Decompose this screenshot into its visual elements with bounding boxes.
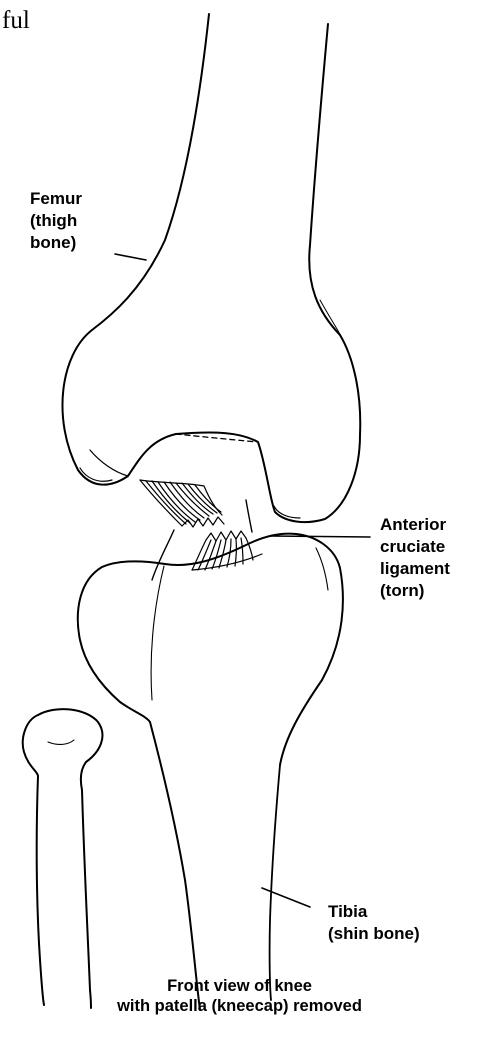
acl-label-line: cruciate: [380, 536, 450, 558]
femur-label: Femur (thigh bone): [30, 188, 82, 254]
tibia-bone: [78, 534, 343, 1010]
femur-bone: [62, 14, 360, 522]
leader-lines: [115, 254, 370, 907]
acl-label-line: ligament: [380, 558, 450, 580]
tibia-label-line: (shin bone): [328, 923, 420, 945]
acl-label-line: (torn): [380, 580, 450, 602]
tibia-label: Tibia (shin bone): [328, 901, 420, 945]
fibula-bone: [23, 709, 103, 1008]
acl-leader-line: [270, 536, 370, 537]
femur-label-line: (thigh: [30, 210, 82, 232]
femur-label-line: Femur: [30, 188, 82, 210]
tibia-label-line: Tibia: [328, 901, 420, 923]
femur-leader-line: [115, 254, 146, 260]
acl-ligament: [140, 480, 262, 580]
acl-label-line: Anterior: [380, 514, 450, 536]
top-text-fragment: ful: [2, 6, 30, 36]
figure-caption: Front view of knee with patella (kneecap…: [0, 976, 479, 1016]
caption-line: Front view of knee: [0, 976, 479, 996]
caption-line: with patella (kneecap) removed: [0, 996, 479, 1016]
femur-label-line: bone): [30, 232, 82, 254]
tibia-leader-line: [262, 888, 310, 907]
acl-label: Anterior cruciate ligament (torn): [380, 514, 450, 602]
